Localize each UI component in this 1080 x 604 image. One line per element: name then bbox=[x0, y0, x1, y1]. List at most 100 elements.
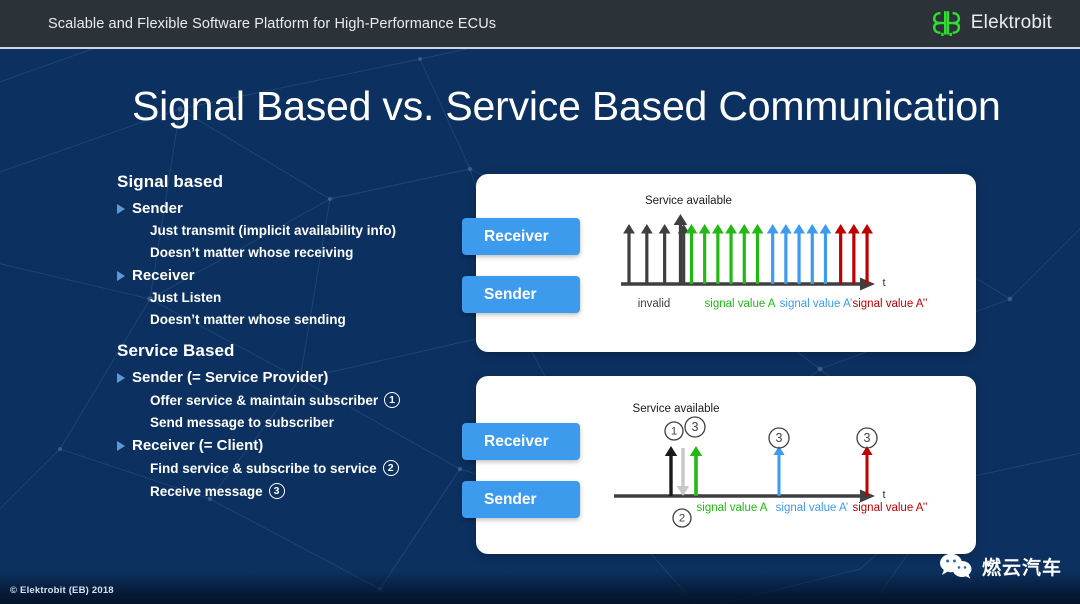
header-bar: Scalable and Flexible Software Platform … bbox=[0, 0, 1080, 47]
bullet-sender-signal: Sender bbox=[117, 200, 477, 217]
bullet-label: Receiver (= Client) bbox=[132, 437, 264, 454]
label-signal-a1: signal value A’ bbox=[780, 298, 853, 310]
step-badge-3a: 3 bbox=[684, 416, 706, 438]
footer-gradient bbox=[0, 570, 1080, 604]
arrow-2 bbox=[738, 224, 751, 284]
sub-bullet-text: Send message to subscriber bbox=[150, 415, 334, 430]
label-signal-a1: signal value A’ bbox=[776, 502, 849, 514]
step-badge-3b: 3 bbox=[768, 427, 790, 449]
sub-bullet-text: Find service & subscribe to service bbox=[150, 460, 377, 476]
arrow-receive-a bbox=[689, 446, 703, 496]
arrow-2 bbox=[725, 224, 737, 284]
triangle-bullet-icon bbox=[117, 204, 125, 214]
watermark-text: 燃云汽车 bbox=[981, 556, 1062, 579]
sub-bullet-text: Receive message bbox=[150, 483, 263, 499]
step-number-badge: 2 bbox=[382, 460, 399, 476]
svg-text:3: 3 bbox=[864, 431, 871, 445]
arrow-2 bbox=[711, 224, 724, 284]
arrow-3 bbox=[793, 224, 805, 284]
bullet-receiver-service: Receiver (= Client) bbox=[117, 437, 477, 454]
arrow-service-available-pair bbox=[677, 224, 690, 284]
arrow-2 bbox=[751, 224, 764, 284]
svg-text:1: 1 bbox=[671, 425, 677, 437]
annotation-service-available: Service available bbox=[633, 403, 720, 415]
arrow-invalid bbox=[623, 224, 635, 284]
sub-bullet: Offer service & maintain subscriber 1 bbox=[150, 392, 477, 408]
service-based-timeline-svg: t Service available 1 2 3 3 3 signal value A sig… bbox=[614, 403, 928, 528]
copyright-notice: © Elektrobit (EB) 2018 bbox=[10, 585, 114, 596]
group-heading-service-based: Service Based bbox=[117, 341, 235, 360]
sub-bullet-text: Doesn’t matter whose sending bbox=[150, 312, 346, 327]
arrow-invalid bbox=[658, 224, 671, 284]
step-badge-2: 2 bbox=[672, 508, 692, 528]
sub-bullet-text: Offer service & maintain subscriber bbox=[150, 392, 379, 408]
step-number-badge: 1 bbox=[384, 392, 401, 408]
bullet-label: Receiver bbox=[132, 267, 195, 284]
sub-bullet: Just transmit (implicit availability inf… bbox=[150, 223, 477, 238]
signal-based-timeline-svg: t Service available invalid signal value A s… bbox=[621, 195, 928, 310]
axis-label-t: t bbox=[882, 489, 885, 501]
wechat-icon bbox=[939, 553, 972, 579]
bullet-receiver-signal: Receiver bbox=[117, 267, 477, 284]
sub-bullet-text: Just transmit (implicit availability inf… bbox=[150, 223, 397, 238]
arrow-4 bbox=[847, 224, 860, 284]
svg-text:3: 3 bbox=[776, 431, 783, 445]
brand-name: Elektrobit bbox=[970, 12, 1052, 33]
arrow-subscribe bbox=[676, 448, 690, 496]
page-title: Signal Based vs. Service Based Communica… bbox=[132, 83, 1001, 129]
tag-receiver-bottom: Receiver bbox=[462, 423, 580, 460]
arrow-4 bbox=[861, 224, 873, 284]
sub-bullet-text: Doesn’t matter whose receiving bbox=[150, 245, 354, 260]
arrow-3 bbox=[766, 224, 779, 284]
arrow-receive-a1 bbox=[773, 446, 785, 496]
bullet-sender-service: Sender (= Service Provider) bbox=[117, 369, 477, 386]
tag-receiver-top: Receiver bbox=[462, 218, 580, 255]
bullet-label: Sender bbox=[132, 200, 183, 217]
tag-sender-bottom: Sender bbox=[462, 481, 580, 518]
sub-bullet: Doesn’t matter whose receiving bbox=[150, 245, 477, 260]
header-title: Scalable and Flexible Software Platform … bbox=[48, 15, 497, 32]
tag-label: Sender bbox=[484, 285, 537, 303]
arrow-invalid bbox=[640, 224, 653, 284]
sub-bullet: Receive message 3 bbox=[150, 483, 477, 499]
arrow-offer-service bbox=[664, 446, 678, 496]
sub-bullet: Just Listen bbox=[150, 290, 477, 305]
brand-logo: Elektrobit bbox=[932, 9, 1052, 37]
arrow-3 bbox=[779, 224, 792, 284]
sub-bullet-text: Just Listen bbox=[150, 290, 222, 305]
label-signal-a2: signal value A’’ bbox=[852, 298, 927, 310]
step-badge-3c: 3 bbox=[856, 427, 878, 449]
label-signal-a: signal value A bbox=[697, 502, 768, 514]
arrow-3 bbox=[819, 224, 832, 284]
arrow-4 bbox=[834, 224, 847, 284]
sub-bullet: Doesn’t matter whose sending bbox=[150, 312, 477, 327]
annotation-service-available: Service available bbox=[645, 195, 732, 207]
step-number-badge: 3 bbox=[268, 483, 285, 499]
label-invalid: invalid bbox=[638, 298, 671, 310]
svg-text:3: 3 bbox=[692, 420, 699, 434]
header-divider bbox=[0, 47, 1080, 49]
label-signal-a: signal value A bbox=[705, 298, 776, 310]
bullet-label: Sender (= Service Provider) bbox=[132, 369, 329, 386]
watermark: 燃云汽车 bbox=[939, 552, 1062, 580]
svg-text:2: 2 bbox=[679, 512, 685, 524]
arrow-service-available bbox=[673, 214, 688, 284]
step-badge-1: 1 bbox=[664, 421, 684, 441]
eb-logo-icon bbox=[932, 11, 960, 36]
arrow-receive-a2 bbox=[861, 446, 873, 496]
tag-label: Sender bbox=[484, 490, 537, 508]
tag-label: Receiver bbox=[484, 432, 549, 450]
axis-label-t: t bbox=[882, 277, 885, 289]
bullet-list: Signal based Sender Just transmit (impli… bbox=[117, 172, 477, 506]
group-heading-signal-based: Signal based bbox=[117, 172, 224, 191]
label-signal-a2: signal value A’’ bbox=[852, 502, 927, 514]
arrow-2 bbox=[685, 224, 698, 284]
triangle-bullet-icon bbox=[117, 441, 125, 451]
arrow-3 bbox=[806, 224, 819, 284]
triangle-bullet-icon bbox=[117, 373, 125, 383]
tag-label: Receiver bbox=[484, 227, 549, 245]
arrow-2 bbox=[698, 224, 711, 284]
signal-based-diagram-card: t Service available invalid signal value A s… bbox=[476, 174, 976, 352]
tag-sender-top: Sender bbox=[462, 276, 580, 313]
